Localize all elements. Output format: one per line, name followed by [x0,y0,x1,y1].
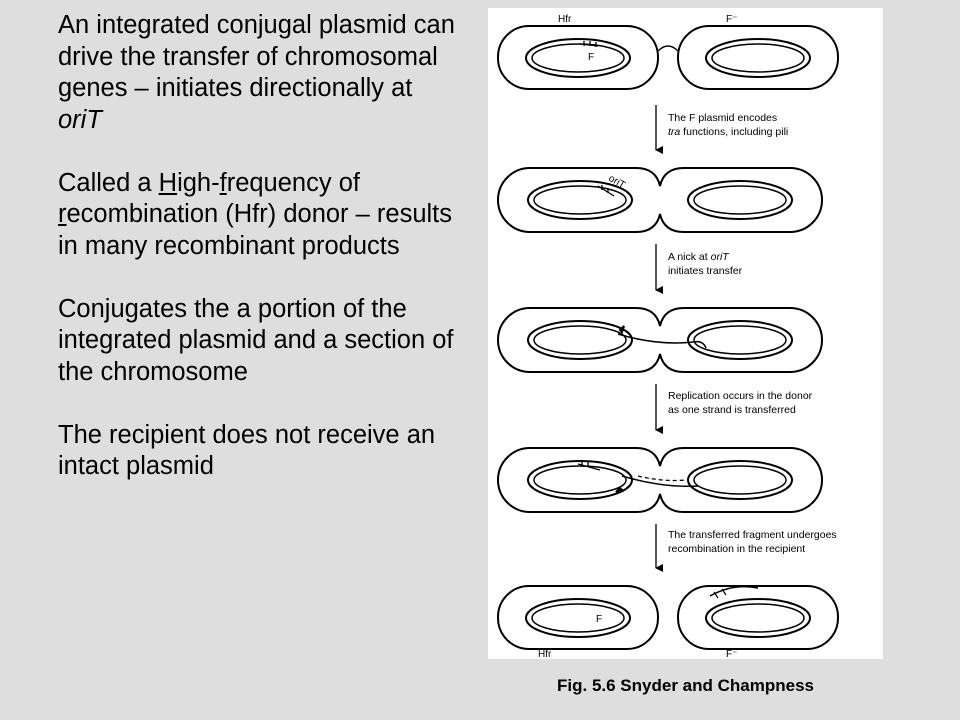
recipient-chromosome-4 [687,460,793,500]
donor-chromosome-4 [527,460,633,500]
p1-text: An integrated conjugal plasmid can drive… [58,11,455,102]
step1-text-line2: tra functions, including pili [668,126,788,138]
underlined-f: f [219,168,227,197]
hfr-label-top: Hfr [558,14,572,25]
recipient-chromosome-2 [687,180,793,220]
recipient-chromosome-inner-1 [711,43,805,73]
step2-orit-italic: oriT [711,251,731,263]
replicated-strand-4 [637,475,687,482]
step3-text-line1: Replication occurs in the donor [668,390,813,402]
f-minus-label-bottom: F⁻ [726,649,737,659]
conjugation-figure: Hfr F⁻ F The F plasmid encodes tra funct… [488,8,883,659]
mating-pair-cells-3 [497,307,823,373]
f-label-row1: F [588,52,594,63]
integrated-plasmid-marks-4 [577,461,601,471]
recipient-cell-5 [677,585,839,650]
p2-text-1: Called a [58,168,159,197]
mating-pair-cells-2 [497,167,823,233]
paragraph-conjugates: Conjugates the a portion of the integrat… [58,294,454,386]
hfr-label-bottom: Hfr [538,649,552,659]
step3-text-line2: as one strand is transferred [668,404,796,416]
donor-chromosome-inner-4 [533,465,627,495]
transferred-strand-3 [617,333,707,349]
donor-chromosome-3 [527,320,633,360]
recipient-chromosome-inner-5 [711,603,805,633]
recipient-chromosome-1 [705,38,811,78]
step2-text-line2: initiates transfer [668,265,743,277]
p2-text-4: ecombination (Hfr) donor – results in ma… [58,200,453,260]
donor-chromosome-1 [525,38,631,78]
paragraph-recipient: The recipient does not receive an intact… [58,420,436,481]
step4-text-line2: recombination in the recipient [668,543,805,555]
f-minus-label-top: F⁻ [726,14,737,25]
recombined-fragment-5 [709,585,759,597]
step2-text-line1: A nick at oriT [668,251,730,263]
integrated-plasmid-marks-1 [579,41,599,47]
recipient-chromosome-inner-4 [693,465,787,495]
step2-pre: A nick at [668,251,711,263]
replication-arrowhead-3 [618,325,625,334]
donor-cell-5 [497,585,659,650]
recombination-marks-5 [713,588,727,599]
recipient-chromosome-5 [705,598,811,638]
mating-pair-cells-4 [497,447,823,513]
donor-cell-1 [497,25,659,90]
donor-chromosome-inner-1 [531,43,625,73]
p2-text-3: requency of [226,168,360,197]
pilus-connection [657,45,679,52]
integrated-plasmid-marks-2 [597,185,615,197]
recipient-chromosome-inner-3 [693,325,787,355]
conjugation-diagram: Hfr F⁻ F The F plasmid encodes tra funct… [497,14,839,659]
paragraph-integrated-plasmid: An integrated conjugal plasmid can drive… [58,10,458,136]
recipient-cell-1 [677,25,839,90]
step4-text-line1: The transferred fragment undergoes [668,529,837,541]
donor-chromosome-inner-2 [533,185,627,215]
transferred-strand-4 [621,475,699,488]
replication-arrowhead-4 [615,486,624,493]
orit-italic: oriT [58,105,102,134]
text-panel: An integrated conjugal plasmid can drive… [58,10,458,483]
tra-italic: tra [668,126,680,138]
donor-chromosome-inner-5 [531,603,625,633]
paragraph-hfr: Called a High-frequency of recombination… [58,168,458,263]
donor-chromosome-inner-3 [533,325,627,355]
step1-text-line1: The F plasmid encodes [668,112,777,124]
underlined-h: H [158,168,178,197]
recipient-chromosome-3 [687,320,793,360]
f-label-row5: F [596,614,602,625]
donor-chromosome-2 [527,180,633,220]
underlined-r: r [58,200,67,228]
figure-caption: Fig. 5.6 Snyder and Champness [557,676,814,695]
donor-chromosome-5 [525,598,631,638]
p2-text-2: igh- [177,168,220,197]
recipient-chromosome-inner-2 [693,185,787,215]
step1-rest: functions, including pili [680,126,788,138]
